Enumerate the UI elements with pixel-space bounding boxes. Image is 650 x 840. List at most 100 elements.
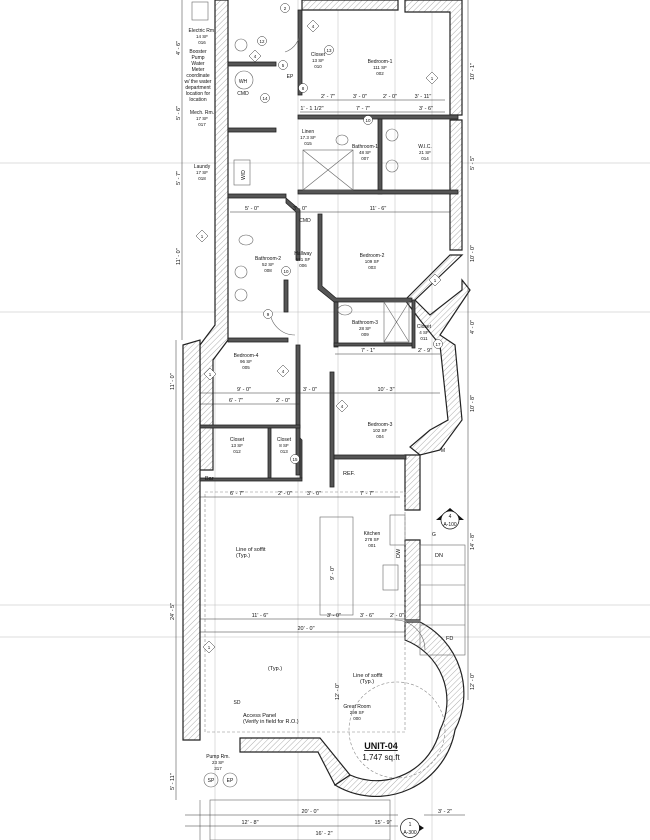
plan-label: 4 SF <box>419 330 429 335</box>
plan-label: 11' - 0" <box>170 373 176 390</box>
plan-group: 13 <box>324 45 334 55</box>
plan-label: A-300 <box>403 830 417 836</box>
plan-label: 5 <box>282 63 285 68</box>
plan-label: 8 SF <box>279 443 289 448</box>
section-marker-a300[interactable]: 1 A-300 <box>400 818 425 838</box>
plan-group: 1 <box>195 229 209 243</box>
plan-label: 3' - 6" <box>360 613 374 619</box>
plan-label: 4' - 0" <box>470 320 476 334</box>
plan-group: 12 <box>257 36 267 46</box>
plan-label: 4 <box>341 404 344 409</box>
plan-group: 2 <box>280 3 290 13</box>
plan-label: Meter <box>192 67 205 73</box>
plan-label: 2' - 0" <box>278 491 292 497</box>
plan-label: 2' - 0" <box>383 94 397 100</box>
plan-label: 11' - 0" <box>176 248 182 265</box>
plan-label: 10' - 0" <box>470 245 476 262</box>
plan-label: Bar <box>205 476 214 482</box>
plan-label: 1 <box>209 372 212 377</box>
plan-label: (Typ.) <box>236 553 250 559</box>
plan-label: 014 <box>421 156 429 161</box>
plan-label: 010 <box>314 64 322 69</box>
plan-group: 14 <box>260 93 270 103</box>
plan-label: 10' - 8" <box>470 395 476 412</box>
plan-label: 5' - 7" <box>176 171 182 185</box>
plan-label: 102 SF <box>373 428 388 433</box>
plan-group: 1 <box>202 640 216 654</box>
plan-label: 7' - 7" <box>360 491 374 497</box>
plan-label: Line of soffit <box>353 673 383 679</box>
plan-label: Pump Rm. <box>206 754 230 760</box>
plan-label: 299 SF <box>350 710 365 715</box>
plan-group: 4 <box>276 364 290 378</box>
plan-label: 12' - 0" <box>470 673 476 690</box>
plan-label: Hallway <box>294 251 312 257</box>
plan-group: 17 <box>433 339 443 349</box>
plan-label: 000 <box>353 716 361 721</box>
plan-label: A-100 <box>443 522 457 528</box>
plan-label: DW <box>396 548 402 558</box>
plan-group: 10 <box>363 115 373 125</box>
plan-label: 015 <box>304 141 312 146</box>
plan-label: 2' - 9" <box>418 348 432 354</box>
plan-label: 013 <box>280 449 288 454</box>
plan-label: 8 <box>302 86 305 91</box>
plan-label: location for <box>186 91 211 97</box>
plan-label: 3' - 0" <box>293 206 307 212</box>
plan-label: Closet <box>230 437 245 443</box>
plan-label: 3' - 6" <box>419 106 433 112</box>
plan-label: Pump <box>191 55 204 61</box>
plan-label: 3' - 0" <box>303 387 317 393</box>
plan-label: 17 <box>435 342 441 347</box>
plan-label: 21 SF <box>419 150 431 155</box>
section-marker-a100[interactable]: 4 A-100 <box>436 508 464 530</box>
plan-label: Bedroom-4 <box>234 353 259 359</box>
plan-label: 317 <box>214 766 222 771</box>
plan-label: Mech. Rm. <box>190 110 214 116</box>
plan-group: 15 <box>290 454 300 464</box>
plan-label: 2 <box>284 6 287 11</box>
washer-dryer <box>233 159 251 186</box>
plan-label: 012 <box>233 449 241 454</box>
plan-label: W/D <box>241 170 247 180</box>
plan-label: 7' - 1" <box>361 348 375 354</box>
plan-label: M <box>441 448 445 454</box>
plan-label: Laundy <box>194 164 211 170</box>
plan-label: Bathroom-2 <box>255 256 281 262</box>
plan-label: 10 <box>283 269 289 274</box>
plan-label: 008 <box>264 268 272 273</box>
plan-group: 4 <box>335 399 349 413</box>
plan-label: Access Panel <box>243 713 276 719</box>
plan-label: Closet <box>417 324 432 330</box>
plan-label: 005 <box>242 365 250 370</box>
plan-label: 111 SF <box>373 65 387 70</box>
plan-label: 2' - 7" <box>321 94 335 100</box>
plan-label: 001 <box>368 543 376 548</box>
plan-label: 3' - 0" <box>353 94 367 100</box>
plan-label: W.I.C. <box>418 144 432 150</box>
plan-label: 23 SF <box>212 760 224 765</box>
plan-group: 10 <box>281 266 291 276</box>
plan-label: 52 SF <box>262 262 274 267</box>
plan-label: 007 <box>361 156 369 161</box>
stair <box>419 544 466 656</box>
plan-label: 15 <box>292 457 298 462</box>
plan-label: 011 <box>420 336 428 341</box>
plan-label: CMD <box>299 218 311 224</box>
plan-label: 4 <box>449 514 452 520</box>
plan-label: 5' - 11" <box>170 773 176 790</box>
plan-label: 6' - 7" <box>230 491 244 497</box>
plan-label: 5' - 6" <box>176 106 182 120</box>
plan-group: 9 <box>263 309 273 319</box>
plan-label: 13 <box>326 48 332 53</box>
